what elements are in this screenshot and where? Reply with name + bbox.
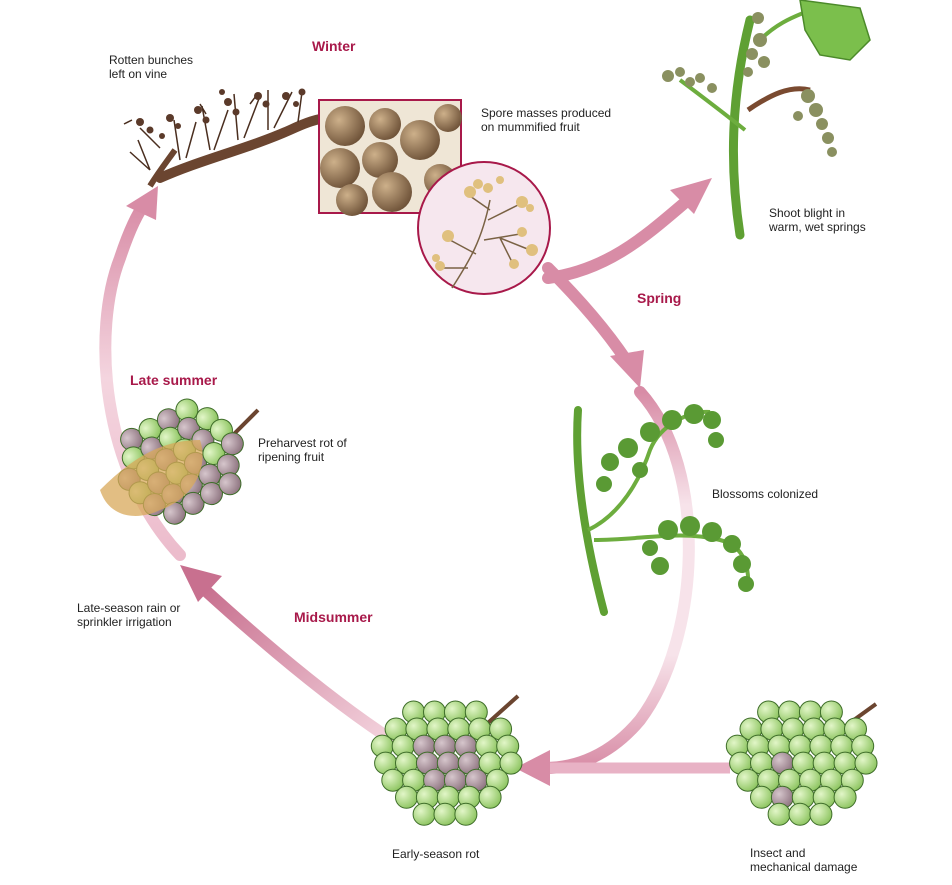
label-blossoms-colonized: Blossoms colonized xyxy=(712,487,819,501)
label-spore-masses: Spore masses produced on mummified fruit xyxy=(481,106,612,134)
grape-berry xyxy=(395,785,418,809)
label-rotten-bunches: Rotten bunches left on vine xyxy=(109,53,194,81)
grape-berry xyxy=(854,751,878,775)
grape-berry xyxy=(454,802,478,826)
rotten-vine-illustration xyxy=(123,88,335,188)
grape-berry xyxy=(220,432,244,456)
arrow-to-shoot-blight xyxy=(542,178,712,284)
grape-berry xyxy=(767,802,791,826)
grape-berry xyxy=(499,751,523,775)
grape-berry xyxy=(478,785,502,809)
label-early-season-rot: Early-season rot xyxy=(392,847,480,861)
blossoms-illustration xyxy=(573,404,754,616)
early-season-rot-cluster xyxy=(370,694,523,826)
label-preharvest-rot: Preharvest rot of ripening fruit xyxy=(258,436,347,464)
grape-berry xyxy=(412,802,436,826)
label-insect-damage: Insect and mechanical damage xyxy=(750,846,858,874)
season-late-summer: Late summer xyxy=(130,372,218,388)
spore-masses-closeup xyxy=(417,161,551,295)
arrow-spring-to-midsummer xyxy=(515,386,695,786)
grape-berry xyxy=(833,785,857,809)
label-shoot-blight: Shoot blight in warm, wet springs xyxy=(769,206,866,234)
label-late-season-rain: Late-season rain or sprinkler irrigation xyxy=(77,601,181,629)
insect-damage-cluster xyxy=(725,700,878,826)
grape-berry xyxy=(750,785,773,809)
shoot-blight-illustration xyxy=(662,0,871,240)
grape-berry xyxy=(218,472,242,496)
season-winter: Winter xyxy=(312,38,356,54)
grape-berry xyxy=(433,802,457,826)
grape-berry xyxy=(809,802,833,826)
season-midsummer: Midsummer xyxy=(294,609,373,625)
season-spring: Spring xyxy=(637,290,682,306)
arrow-to-blossoms xyxy=(542,262,644,388)
preharvest-rot-cluster xyxy=(100,398,260,525)
arrow-to-late-summer xyxy=(180,565,401,748)
grape-berry xyxy=(788,802,812,826)
